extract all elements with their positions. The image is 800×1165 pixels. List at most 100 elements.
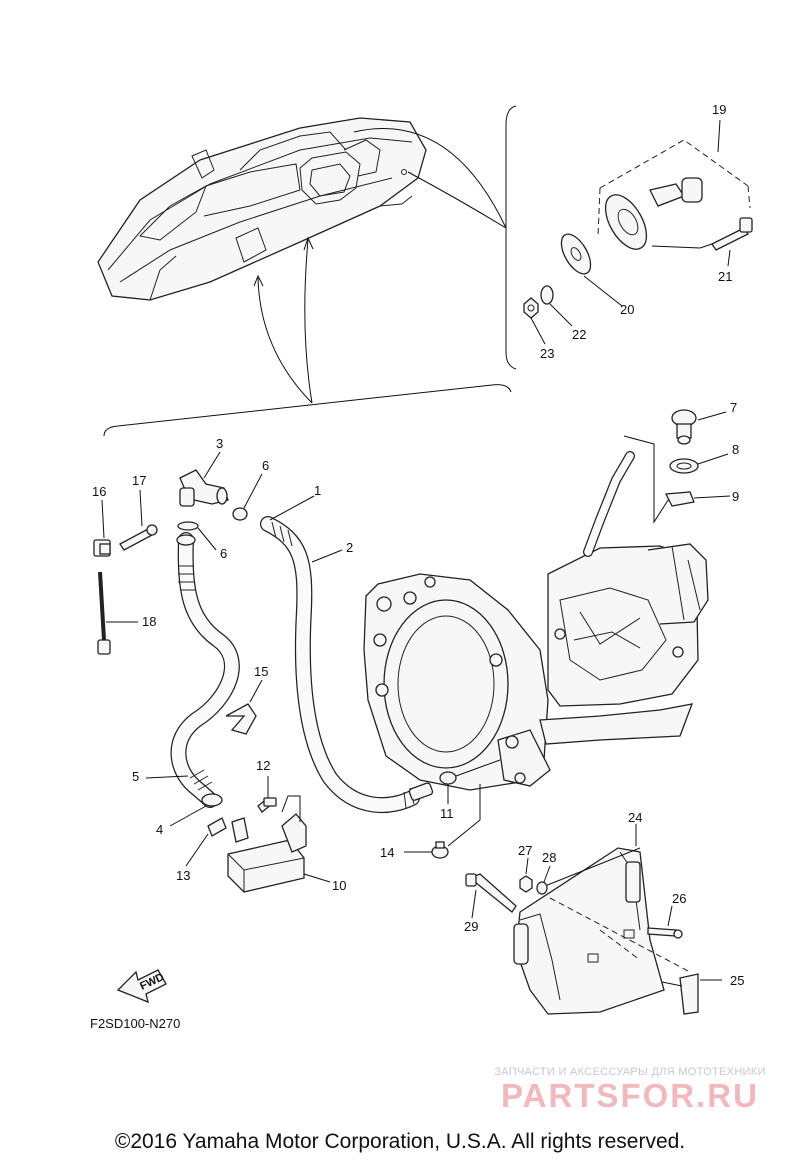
clamp-13 [207,817,227,837]
arrow-tip-b [303,236,314,251]
callout-28: 28 [542,850,556,865]
watercraft-overview [97,117,427,301]
bracket-25 [661,973,699,1015]
callout-24: 24 [628,810,642,825]
clamp-6a [232,507,248,521]
callout-6a: 6 [262,458,269,473]
leader-craft-a [353,128,507,229]
leader-5 [145,775,189,779]
bracket-main [103,384,512,437]
leader-24-line [539,847,641,889]
callout-23: 23 [540,346,554,361]
drain-plug-assembly [523,139,753,319]
plug-7 [671,409,697,445]
callout-17: 17 [132,473,146,488]
fwd-arrow-icon: FWD [116,969,167,1004]
leader-23 [530,317,546,345]
diagram-code: F2SD100-N270 [90,1016,180,1031]
callout-4: 4 [156,822,163,837]
callout-6b: 6 [220,546,227,561]
hose-2 [260,516,434,813]
leader-19 [717,119,721,153]
leader-1 [269,495,315,521]
callout-14: 14 [380,845,394,860]
callout-15: 15 [254,664,268,679]
callout-12: 12 [256,758,270,773]
leader-10 [303,873,331,883]
callout-18: 18 [142,614,156,629]
leader-13 [185,833,209,867]
leader-15 [249,679,263,703]
fitting-3 [179,469,229,507]
leader-16 [101,499,105,539]
jet-pump-housing [363,543,709,791]
watermark: ЗАПЧАСТИ И АКСЕССУАРЫ ДЛЯ МОТОТЕХНИКИ PA… [470,1066,790,1114]
hose-5 [170,532,240,808]
cover-24 [513,847,691,1015]
callout-labels: 1 2 3 4 5 6 6 7 8 9 10 11 12 13 14 15 16… [92,102,744,988]
leader-29 [471,889,477,919]
watermark-logo: PARTSFOR.RU [501,1077,759,1114]
arrow-tip-a [253,274,264,287]
leader-7-9 [623,435,673,524]
leader-3 [203,451,221,479]
callout-8: 8 [732,442,739,457]
screw-14 [431,841,449,859]
clip-16 [93,539,111,557]
cable-tie-18 [97,571,111,655]
leader-21 [727,249,731,267]
leader-17 [139,489,143,527]
screw-17 [119,524,158,551]
callout-5: 5 [132,769,139,784]
clamp-4 [201,793,223,807]
callout-19: 19 [712,102,726,117]
clip-9 [664,491,695,507]
watermark-subtitle: ЗАПЧАСТИ И АКСЕССУАРЫ ДЛЯ МОТОТЕХНИКИ [494,1066,766,1078]
clamp-6b [177,521,199,531]
callout-7: 7 [730,400,737,415]
callout-10: 10 [332,878,346,893]
o-ring-8-inner [676,462,692,470]
copyright-notice: ©2016 Yamaha Motor Corporation, U.S.A. A… [114,1130,686,1153]
callout-27: 27 [518,843,532,858]
leader-6b [197,527,217,551]
callout-22: 22 [572,327,586,342]
o-ring-8 [669,458,699,474]
washer-28 [536,881,548,895]
bracket-top-right [505,105,517,370]
callout-1: 1 [314,483,321,498]
callout-21: 21 [718,269,732,284]
callout-11: 11 [440,806,454,821]
module-10 [227,795,307,893]
leader-4 [169,805,207,827]
callout-3: 3 [216,436,223,451]
leader-11b [455,759,501,777]
callout-29: 29 [464,919,478,934]
leader-craft-c [257,277,313,404]
leader-2 [311,549,343,563]
leader-craft-b [407,171,507,229]
clip-29 [465,873,517,913]
leader-20 [583,275,623,307]
leader-14b [447,784,481,847]
callout-2: 2 [346,540,353,555]
nut-27 [519,875,533,893]
callout-26: 26 [672,891,686,906]
leader-27 [525,857,529,875]
screw-12 [257,797,277,813]
clamp-11 [439,771,457,785]
leader-26 [667,905,673,927]
leader-8 [697,453,729,465]
leader-6a [243,473,263,509]
callout-13: 13 [176,868,190,883]
screw-26 [647,927,683,939]
callout-25: 25 [730,973,744,988]
leader-craft-d [304,239,313,404]
leader-28 [543,865,551,883]
leader-7 [697,411,727,421]
callout-16: 16 [92,484,106,499]
bleed-tube [583,451,635,557]
callout-20: 20 [620,302,634,317]
callout-9: 9 [732,489,739,504]
